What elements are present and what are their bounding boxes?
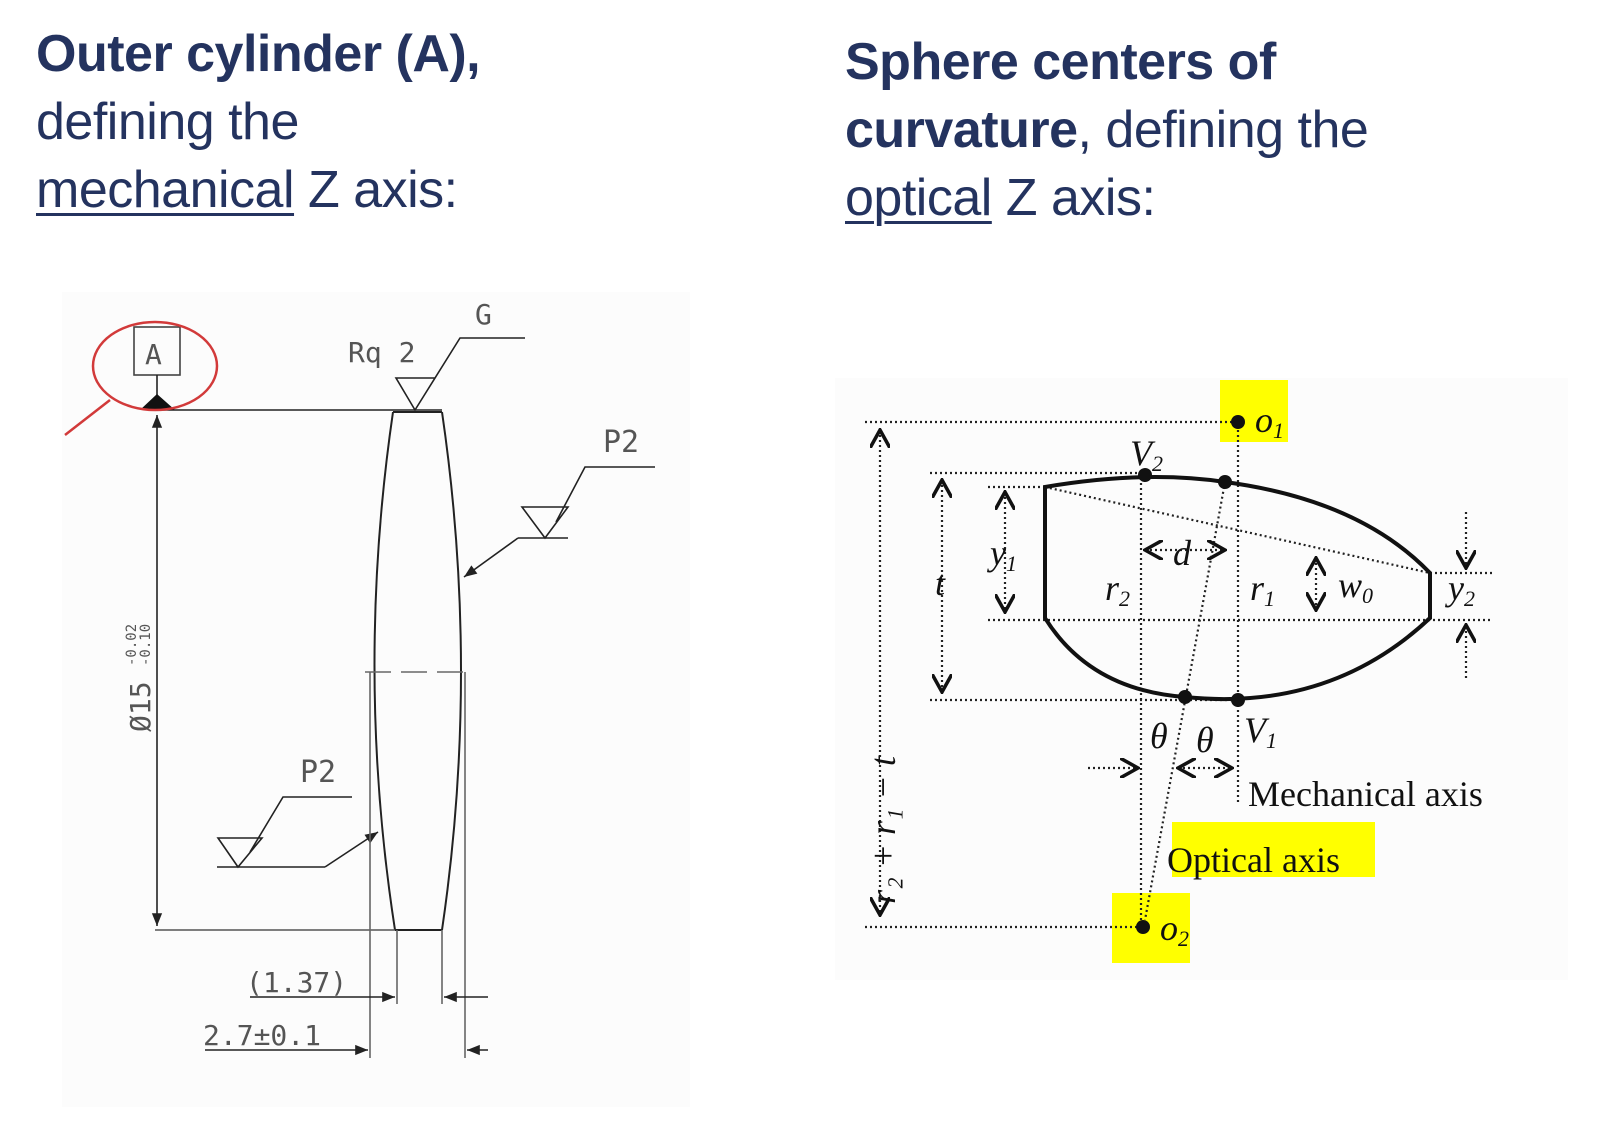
mechanical-axis-label: Mechanical axis — [1248, 774, 1483, 814]
diagram-background — [835, 378, 1568, 980]
decentration-diagram: o1 V2 y1 t d r2 r1 w0 y2 θ θ V1 o2 r₂ + … — [835, 378, 1568, 980]
r2-label: r2 — [1105, 568, 1130, 611]
total-dimension-label: r₂ + r₁ − t — [863, 755, 903, 904]
thickness-extension-lines — [369, 672, 466, 1058]
lens-drawing: A Rq 2 G P2 P2 Ø15 -0.02 -0.10 (1.37) 2.… — [62, 292, 690, 1107]
o1-highlight — [1220, 380, 1288, 442]
left-title-underlined: mechanical — [36, 161, 295, 219]
polish-leader-lower — [324, 831, 379, 868]
r1-label: r1 — [1250, 568, 1275, 611]
o1-point — [1231, 415, 1245, 429]
polish-symbol-upper — [518, 466, 655, 540]
optical-axis-line — [1143, 481, 1227, 921]
dotted-lines — [865, 420, 1495, 929]
right-title-rest-2: , defining the — [1077, 101, 1369, 159]
w0-label: w0 — [1338, 565, 1373, 608]
y1-label: y1 — [987, 533, 1017, 576]
points — [1136, 415, 1245, 934]
right-title-underlined: optical — [845, 169, 992, 227]
left-title-rest: Z axis: — [294, 161, 458, 219]
roughness-label: Rq 2 — [348, 336, 415, 369]
v2-label: V2 — [1130, 433, 1163, 476]
theta-left-label: θ — [1150, 716, 1168, 756]
o2-point — [1136, 920, 1150, 934]
right-title: Sphere centers of curvature, defining th… — [845, 28, 1369, 232]
diameter-tol-lower: -0.10 — [138, 624, 154, 666]
center-thickness-label: 2.7±0.1 — [203, 1019, 321, 1052]
polish-symbol-lower — [216, 796, 352, 869]
drawing-background — [62, 292, 690, 1107]
lens-outline — [1043, 475, 1432, 702]
optical-axis-highlight — [1172, 822, 1375, 877]
right-title-bold-1: Sphere centers of — [845, 33, 1276, 91]
datum-highlight-circle — [91, 320, 219, 412]
v1-point — [1231, 693, 1245, 707]
roughness-symbol — [394, 337, 525, 412]
datum-triangle — [140, 394, 175, 410]
polish-label-lower: P2 — [300, 755, 336, 790]
o1-label: o1 — [1255, 400, 1284, 443]
theta-right-label: θ — [1196, 720, 1214, 760]
right-title-bold-2: curvature — [845, 101, 1078, 159]
v2-point — [1138, 468, 1152, 482]
diameter-annotation: Ø15 -0.02 -0.10 — [124, 624, 157, 732]
v1-label: V1 — [1244, 710, 1277, 753]
y2-label: y2 — [1445, 568, 1475, 611]
left-title-bold: Outer cylinder (A), — [36, 25, 481, 83]
polish-leader-upper — [463, 537, 519, 578]
highlights — [1112, 380, 1375, 963]
optical-axis-label: Optical axis — [1167, 840, 1340, 880]
optical-top-point — [1218, 475, 1232, 489]
left-title: Outer cylinder (A), defining the mechani… — [36, 20, 481, 224]
datum-label: A — [145, 338, 162, 371]
optical-bottom-point — [1178, 690, 1192, 704]
o2-label: o2 — [1160, 908, 1189, 951]
datum-highlight-pointer — [64, 399, 111, 436]
right-title-rest-3: Z axis: — [991, 169, 1156, 227]
left-title-line2: defining the — [36, 93, 299, 151]
d-label: d — [1173, 533, 1192, 573]
polish-label-upper: P2 — [603, 425, 639, 460]
t-label: t — [935, 563, 946, 603]
diameter-label: Ø15 — [124, 681, 157, 732]
grind-label: G — [475, 298, 492, 331]
diameter-tol-upper: -0.02 — [124, 624, 140, 666]
edge-thickness-label: (1.37) — [246, 966, 347, 999]
